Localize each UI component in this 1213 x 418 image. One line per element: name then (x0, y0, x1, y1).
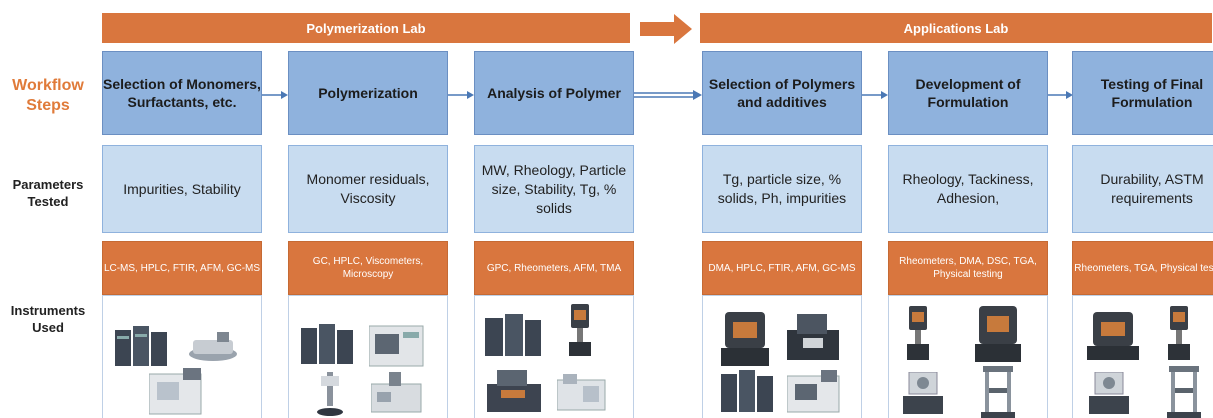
parameters-box: MW, Rheology, Particle size, Stability, … (474, 145, 634, 233)
workflow-column: Selection of Monomers, Surfactants, etc.… (102, 51, 262, 418)
flow-arrow-icon (861, 91, 888, 99)
viscometer-image (317, 372, 343, 416)
parameters-box: Monomer residuals, Viscosity (288, 145, 448, 233)
parameters-text: Tg, particle size, % solids, Ph, impurit… (717, 171, 847, 206)
ftir-instrument-image (189, 332, 237, 361)
workflow-step-box: Selection of Polymers and additives (702, 51, 862, 135)
hplc-instrument-image (369, 325, 424, 367)
tma-instrument-image (557, 374, 606, 411)
instruments-used-label: Instruments Used (10, 303, 86, 335)
afm-instrument-image (487, 370, 541, 412)
workflow-column: Development of Formulation Rheology, Tac… (888, 51, 1048, 418)
workflow-step-box: Development of Formulation (888, 51, 1048, 135)
workflow-step-text: Testing of Final Formulation (1100, 76, 1204, 110)
flow-arrow-icon (261, 91, 288, 99)
workflow-step-box: Testing of Final Formulation (1072, 51, 1213, 135)
dsc-instrument-image (975, 306, 1021, 362)
workflow-step-box: Selection of Monomers, Surfactants, etc. (102, 51, 262, 135)
gc-ms-instrument-image (149, 368, 202, 415)
hplc-instrument-image (721, 370, 773, 412)
gc-ms-instrument-image (787, 370, 840, 413)
instrument-images (1072, 295, 1213, 418)
instruments-box: DMA, HPLC, FTIR, AFM, GC-MS (702, 241, 862, 295)
instruments-text: LC-MS, HPLC, FTIR, AFM, GC-MS (103, 262, 261, 274)
workflow-step-box: Polymerization (288, 51, 448, 135)
instruments-text: GPC, Rheometers, AFM, TMA (486, 262, 622, 274)
workflow-column: Testing of Final Formulation Durability,… (1072, 51, 1213, 418)
instruments-box: LC-MS, HPLC, FTIR, AFM, GC-MS (102, 241, 262, 295)
instrument-images (474, 295, 634, 418)
physical-testing-frame-image (1167, 366, 1201, 418)
instruments-box: GPC, Rheometers, AFM, TMA (474, 241, 634, 295)
instruments-box: Rheometers, DMA, DSC, TGA, Physical test… (888, 241, 1048, 295)
flow-arrow-icon (1046, 91, 1073, 99)
gc-instrument-image (301, 324, 353, 364)
parameters-box: Rheology, Tackiness, Adhesion, (888, 145, 1048, 233)
parameters-text: Monomer residuals, Viscosity (306, 171, 430, 206)
physical-testing-frame-image (981, 366, 1015, 418)
dma-instrument-image (721, 312, 769, 366)
instruments-text: Rheometers, TGA, Physical testing (1074, 262, 1213, 274)
instrument-images (702, 295, 862, 418)
workflow-step-text: Selection of Polymers and additives (708, 76, 856, 110)
parameters-text: MW, Rheology, Particle size, Stability, … (481, 161, 627, 216)
gpc-instrument-image (485, 314, 541, 356)
instrument-images (888, 295, 1048, 418)
microscope-image (371, 372, 422, 413)
instruments-text: Rheometers, DMA, DSC, TGA, Physical test… (899, 256, 1037, 280)
tga-instrument-image (903, 372, 943, 414)
tga-instrument-image (1168, 306, 1190, 360)
applications-lab-banner: Applications Lab (700, 13, 1212, 43)
flow-arrow-double-icon (633, 90, 702, 100)
instruments-box: Rheometers, TGA, Physical testing (1072, 241, 1213, 295)
rheometer-image (1087, 312, 1139, 360)
parameters-text: Durability, ASTM requirements (1100, 171, 1204, 206)
workflow-step-text: Polymerization (318, 85, 418, 101)
lab-transition-arrow-icon (640, 14, 692, 44)
instrument-images (102, 295, 262, 418)
afm-instrument-image (787, 314, 839, 360)
instruments-box: GC, HPLC, Viscometers, Microscopy (288, 241, 448, 295)
rheometer-image (907, 306, 929, 360)
tga-furnace-image (1089, 372, 1129, 414)
rheometer-image (569, 304, 591, 356)
lc-instrument-image (115, 326, 167, 366)
workflow-step-text: Analysis of Polymer (487, 85, 621, 101)
instruments-text: DMA, HPLC, FTIR, AFM, GC-MS (708, 262, 856, 274)
instrument-images (288, 295, 448, 418)
applications-lab-title: Applications Lab (903, 20, 1009, 36)
instruments-text: GC, HPLC, Viscometers, Microscopy (312, 256, 424, 280)
parameters-text: Rheology, Tackiness, Adhesion, (902, 171, 1034, 206)
workflow-column: Selection of Polymers and additives Tg, … (702, 51, 862, 418)
parameters-box: Impurities, Stability (102, 145, 262, 233)
parameters-box: Durability, ASTM requirements (1072, 145, 1213, 233)
workflow-step-text: Selection of Monomers, Surfactants, etc. (103, 76, 261, 110)
workflow-column: Polymerization Monomer residuals, Viscos… (288, 51, 448, 418)
parameters-tested-label: Parameters Tested (12, 177, 84, 209)
parameters-box: Tg, particle size, % solids, Ph, impurit… (702, 145, 862, 233)
workflow-column: Analysis of Polymer MW, Rheology, Partic… (474, 51, 634, 418)
workflow-steps-label: Workflow Steps (12, 77, 84, 114)
polymerization-lab-banner: Polymerization Lab (102, 13, 630, 43)
workflow-step-text: Development of Formulation (915, 76, 1021, 110)
flow-arrow-icon (447, 91, 474, 99)
workflow-step-box: Analysis of Polymer (474, 51, 634, 135)
polymerization-lab-title: Polymerization Lab (306, 20, 426, 36)
parameters-text: Impurities, Stability (123, 180, 241, 197)
